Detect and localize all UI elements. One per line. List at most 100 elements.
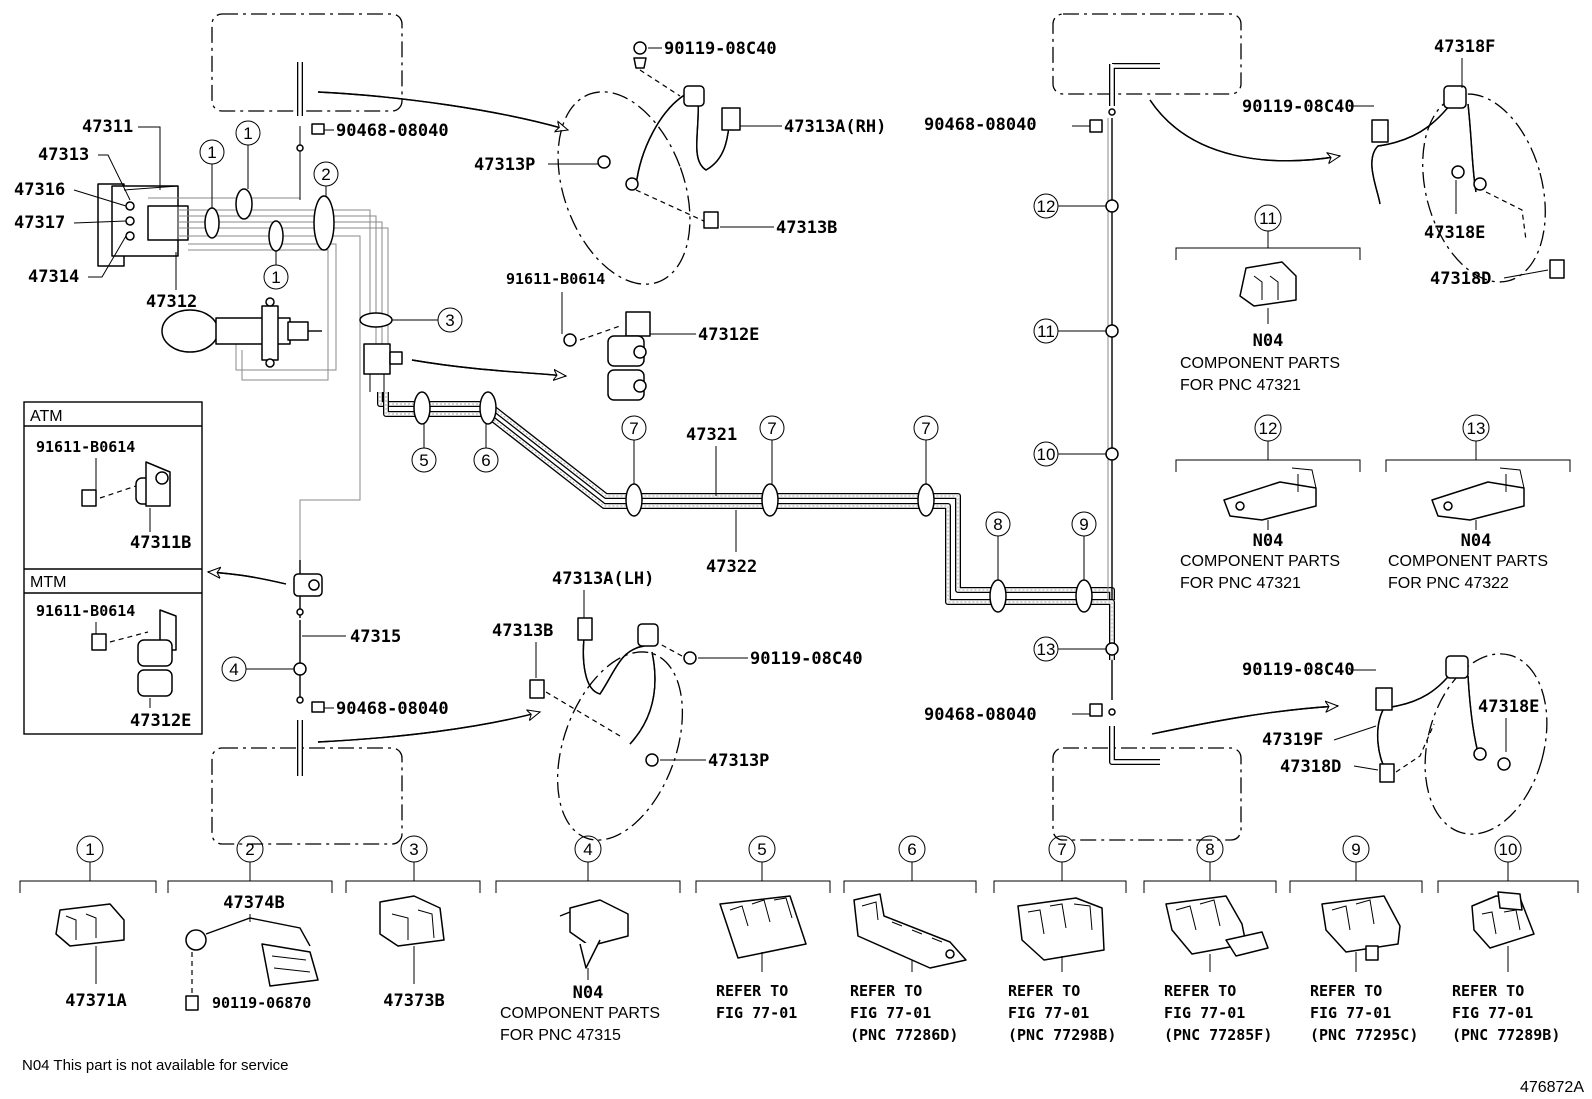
svg-text:9: 9 bbox=[1351, 840, 1360, 859]
callout-junction-block: 47312E bbox=[698, 325, 759, 345]
bottom-legend-7-line2: FIG 77-01 bbox=[1008, 1004, 1089, 1022]
inset-atm-part: 47311B bbox=[130, 533, 191, 553]
side-legend-13-line1: COMPONENT PARTS bbox=[1388, 553, 1548, 570]
callout-front-hose-bracket: 47313P bbox=[474, 155, 535, 175]
index-1-c: 1 bbox=[263, 251, 289, 290]
clip-5 bbox=[413, 391, 431, 425]
svg-text:8: 8 bbox=[993, 515, 1002, 534]
index-2: 2 bbox=[313, 161, 339, 196]
svg-text:5: 5 bbox=[419, 451, 428, 470]
clip-connector-rear-top bbox=[1089, 119, 1103, 133]
callout-lh-hose: 47313A(LH) bbox=[552, 569, 654, 589]
bottom-legend-3-part: 47373B bbox=[383, 991, 444, 1011]
bottom-legend-10-line3: (PNC 77289B) bbox=[1452, 1026, 1560, 1044]
bottom-legend-9: 9 REFER TO FIG 77-01 (PNC 77295C) bbox=[1289, 835, 1423, 1044]
brake-line-47315 bbox=[293, 560, 323, 776]
bottom-legend-4-code: N04 bbox=[573, 983, 604, 1003]
arrow-junction bbox=[411, 359, 566, 376]
callout-lh-union: 47313B bbox=[492, 621, 553, 641]
callout-rear-bolt-top: 90119-08C40 bbox=[1242, 97, 1355, 117]
callout-rear-clip-conn-top: 90468-08040 bbox=[924, 115, 1037, 135]
clip-connector-front-left bbox=[311, 701, 325, 713]
bottom-legend-2-part-a: 47374B bbox=[223, 893, 284, 913]
callout-line-47322: 47322 bbox=[706, 557, 757, 577]
wheel-zone-rear-right bbox=[1052, 13, 1242, 95]
callout-rear-bracket-top: 47318E bbox=[1424, 223, 1485, 243]
callout-junction-bolt: 91611-B0614 bbox=[506, 270, 605, 288]
clip-3 bbox=[359, 312, 393, 328]
clip-connector-front-right bbox=[311, 123, 325, 135]
bottom-legend-9-line2: FIG 77-01 bbox=[1310, 1004, 1391, 1022]
svg-text:10: 10 bbox=[1037, 445, 1056, 464]
bottom-legend-1: 1 47371A bbox=[19, 835, 157, 1011]
index-9: 9 bbox=[1071, 511, 1097, 580]
index-1-a: 1 bbox=[199, 139, 225, 208]
clip-7-a bbox=[625, 483, 643, 517]
bottom-legend-9-line1: REFER TO bbox=[1310, 982, 1382, 1000]
brake-actuator-assembly bbox=[97, 183, 189, 267]
svg-text:1: 1 bbox=[243, 124, 252, 143]
svg-text:1: 1 bbox=[207, 143, 216, 162]
callouts-junction: 91611-B0614 47312E bbox=[506, 270, 759, 345]
side-legend-11-line2: FOR PNC 47321 bbox=[1180, 377, 1301, 394]
bottom-legend-4-line2: FOR PNC 47315 bbox=[500, 1027, 621, 1044]
svg-text:12: 12 bbox=[1259, 419, 1278, 438]
svg-text:7: 7 bbox=[767, 419, 776, 438]
side-legend-13-code: N04 bbox=[1461, 531, 1492, 551]
bottom-legend-10: 10 REFER TO FIG 77-01 (PNC 77289B) bbox=[1437, 835, 1579, 1044]
bottom-legend-6-line2: FIG 77-01 bbox=[850, 1004, 931, 1022]
index-5: 5 bbox=[411, 424, 437, 473]
callout-front-clip-conn: 90468-08040 bbox=[336, 121, 449, 141]
callout-47311: 47311 bbox=[82, 117, 133, 137]
bottom-legend-9-line3: (PNC 77295C) bbox=[1310, 1026, 1418, 1044]
side-legend-12-line1: COMPONENT PARTS bbox=[1180, 553, 1340, 570]
bottom-legend-6-line3: (PNC 77286D) bbox=[850, 1026, 958, 1044]
callout-rear-hose-top: 47318F bbox=[1434, 37, 1495, 57]
svg-text:6: 6 bbox=[481, 451, 490, 470]
side-legend-12-line2: FOR PNC 47321 bbox=[1180, 575, 1301, 592]
arrow-front-right bbox=[317, 91, 568, 130]
callouts-main-lines: 47321 47322 47315 90468-08040 bbox=[302, 425, 757, 719]
bottom-legend-5: 5 REFER TO FIG 77-01 bbox=[695, 835, 831, 1022]
svg-text:12: 12 bbox=[1037, 197, 1056, 216]
callout-rear-hose-bottom: 47319F bbox=[1262, 730, 1323, 750]
bottom-legend-5-line2: FIG 77-01 bbox=[716, 1004, 797, 1022]
bottom-legend-10-line1: REFER TO bbox=[1452, 982, 1524, 1000]
callout-front-clip-conn-lower: 90468-08040 bbox=[336, 699, 449, 719]
inset-mtm-bolt: 91611-B0614 bbox=[36, 602, 135, 620]
figure-id: 476872A bbox=[1520, 1079, 1584, 1096]
callout-rear-bracket-bottom: 47318E bbox=[1478, 697, 1539, 717]
clip-7-b bbox=[761, 483, 779, 517]
callout-47317: 47317 bbox=[14, 213, 65, 233]
inset-mtm-part: 47312E bbox=[130, 711, 191, 731]
svg-text:13: 13 bbox=[1467, 419, 1486, 438]
callout-line-47321: 47321 bbox=[686, 425, 737, 445]
bottom-legend-8-line1: REFER TO bbox=[1164, 982, 1236, 1000]
index-10: 10 bbox=[1033, 441, 1106, 467]
svg-text:7: 7 bbox=[629, 419, 638, 438]
bottom-legend-10-line2: FIG 77-01 bbox=[1452, 1004, 1533, 1022]
detail-front-right-hose bbox=[557, 41, 741, 285]
svg-text:1: 1 bbox=[271, 268, 280, 287]
callout-47312: 47312 bbox=[146, 292, 197, 312]
bottom-legend-4-line1: COMPONENT PARTS bbox=[500, 1005, 660, 1022]
svg-text:8: 8 bbox=[1205, 840, 1214, 859]
wheel-zone-front-left bbox=[211, 747, 403, 845]
index-12: 12 bbox=[1033, 193, 1106, 219]
footnote: N04 This part is not available for servi… bbox=[22, 1057, 289, 1074]
clip-1-c bbox=[268, 220, 284, 252]
index-7-c: 7 bbox=[913, 415, 939, 484]
inset-atm-bolt: 91611-B0614 bbox=[36, 438, 135, 456]
index-7-a: 7 bbox=[621, 415, 647, 484]
transmission-inset: ATM 91611-B0614 47311B MTM 91611-B0614 4… bbox=[23, 401, 203, 735]
bottom-legend-7: 7 REFER TO FIG 77-01 (PNC 77298B) bbox=[993, 835, 1127, 1044]
clip-7-c bbox=[917, 483, 935, 517]
circled-indices-main: 1 1 1 2 3 4 5 bbox=[199, 120, 1106, 682]
callouts-front-right: 90468-08040 90119-08C40 47313A(RH) 47313… bbox=[324, 39, 886, 238]
index-11: 11 bbox=[1033, 318, 1106, 344]
detail-junction-block bbox=[563, 311, 651, 401]
clip-6 bbox=[479, 391, 497, 425]
svg-text:1: 1 bbox=[85, 840, 94, 859]
side-legend-11-code: N04 bbox=[1253, 331, 1284, 351]
bottom-legend-8-line3: (PNC 77285F) bbox=[1164, 1026, 1272, 1044]
